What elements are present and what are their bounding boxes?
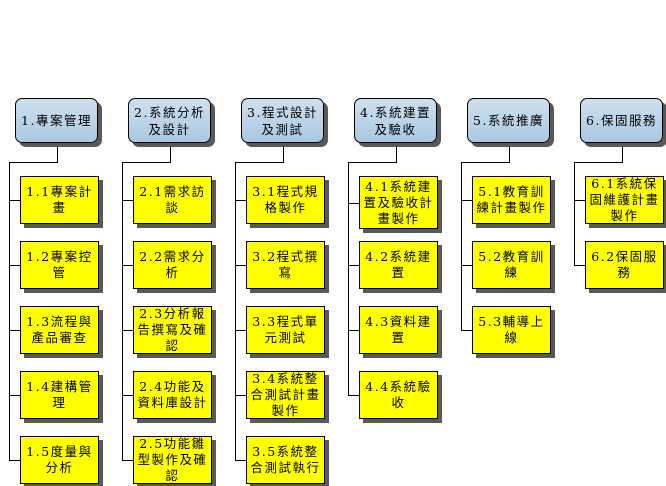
connector-branch [235,460,246,461]
task-box: 1.2專案控管 [20,241,99,289]
task-box: 4.2系統建置 [359,241,438,289]
task-box: 2.5功能雛型製作及確認 [133,436,212,484]
task-box: 4.3資料建置 [359,306,438,354]
task-box: 5.2教育訓練 [472,241,551,289]
phase-header: 5.系統推廣 [467,98,550,143]
phase-header: 2.系統分析及設計 [128,98,211,143]
connector-branch [122,395,133,396]
task-box: 1.3流程與產品審查 [20,306,99,354]
connector-branch [122,265,133,266]
connector-branch [348,202,359,204]
connector-branch [574,200,585,201]
connector-branch [122,460,133,461]
connector-branch [122,200,133,201]
connector-spine [461,162,462,331]
task-box: 3.1程式規格製作 [246,176,325,224]
connector-from-header [56,143,58,162]
connector-spine [574,162,575,266]
connector-branch [9,460,20,461]
connector-branch [461,330,472,331]
task-box: 6.1系統保固維護計畫製作 [585,176,664,224]
task-box: 1.4建構管理 [20,371,99,419]
connector-branch [9,330,20,331]
task-box: 2.1需求訪談 [133,176,212,224]
connector-from-header [395,143,397,162]
task-box: 2.2需求分析 [133,241,212,289]
task-box: 1.1專案計畫 [20,176,99,224]
task-box: 2.4功能及資料庫設計 [133,371,212,419]
task-box: 5.3輔導上線 [472,306,551,354]
task-box: 3.5系統整合測試執行 [246,436,325,484]
task-box: 4.1系統建置及驗收計畫製作 [359,176,438,229]
connector-branch [122,330,133,331]
task-box: 3.4系統整合測試計畫製作 [246,371,325,419]
connector-branch [348,395,359,396]
connector-top [235,162,284,163]
connector-branch [9,395,20,396]
phase-header: 3.程式設計及測試 [241,98,324,143]
task-box: 3.3程式單元測試 [246,306,325,354]
connector-spine [235,162,236,461]
connector-branch [348,330,359,331]
connector-spine [348,162,349,396]
task-box: 3.2程式撰寫 [246,241,325,289]
connector-top [461,162,510,163]
connector-from-header [508,143,510,162]
connector-branch [9,265,20,266]
task-box: 6.2保固服務 [585,241,664,289]
connector-top [574,162,623,163]
phase-header: 6.保固服務 [580,98,663,143]
connector-from-header [621,143,623,162]
task-box: 5.1教育訓練計畫製作 [472,176,551,224]
connector-spine [9,162,10,461]
connector-branch [235,330,246,331]
connector-from-header [282,143,284,162]
connector-branch [461,200,472,201]
phase-header: 1.專案管理 [15,98,98,143]
task-box: 1.5度量與分析 [20,436,99,484]
connector-branch [235,200,246,201]
connector-spine [122,162,123,461]
connector-branch [235,395,246,396]
connector-branch [9,200,20,201]
connector-branch [235,265,246,266]
connector-top [9,162,58,163]
task-box: 4.4系統驗收 [359,371,438,419]
connector-branch [348,265,359,266]
connector-branch [461,265,472,266]
connector-from-header [169,143,171,162]
task-box: 2.3分析報告撰寫及確認 [133,306,212,354]
connector-branch [574,265,585,266]
phase-header: 4.系統建置及驗收 [354,98,437,143]
connector-top [122,162,171,163]
connector-top [348,162,397,163]
